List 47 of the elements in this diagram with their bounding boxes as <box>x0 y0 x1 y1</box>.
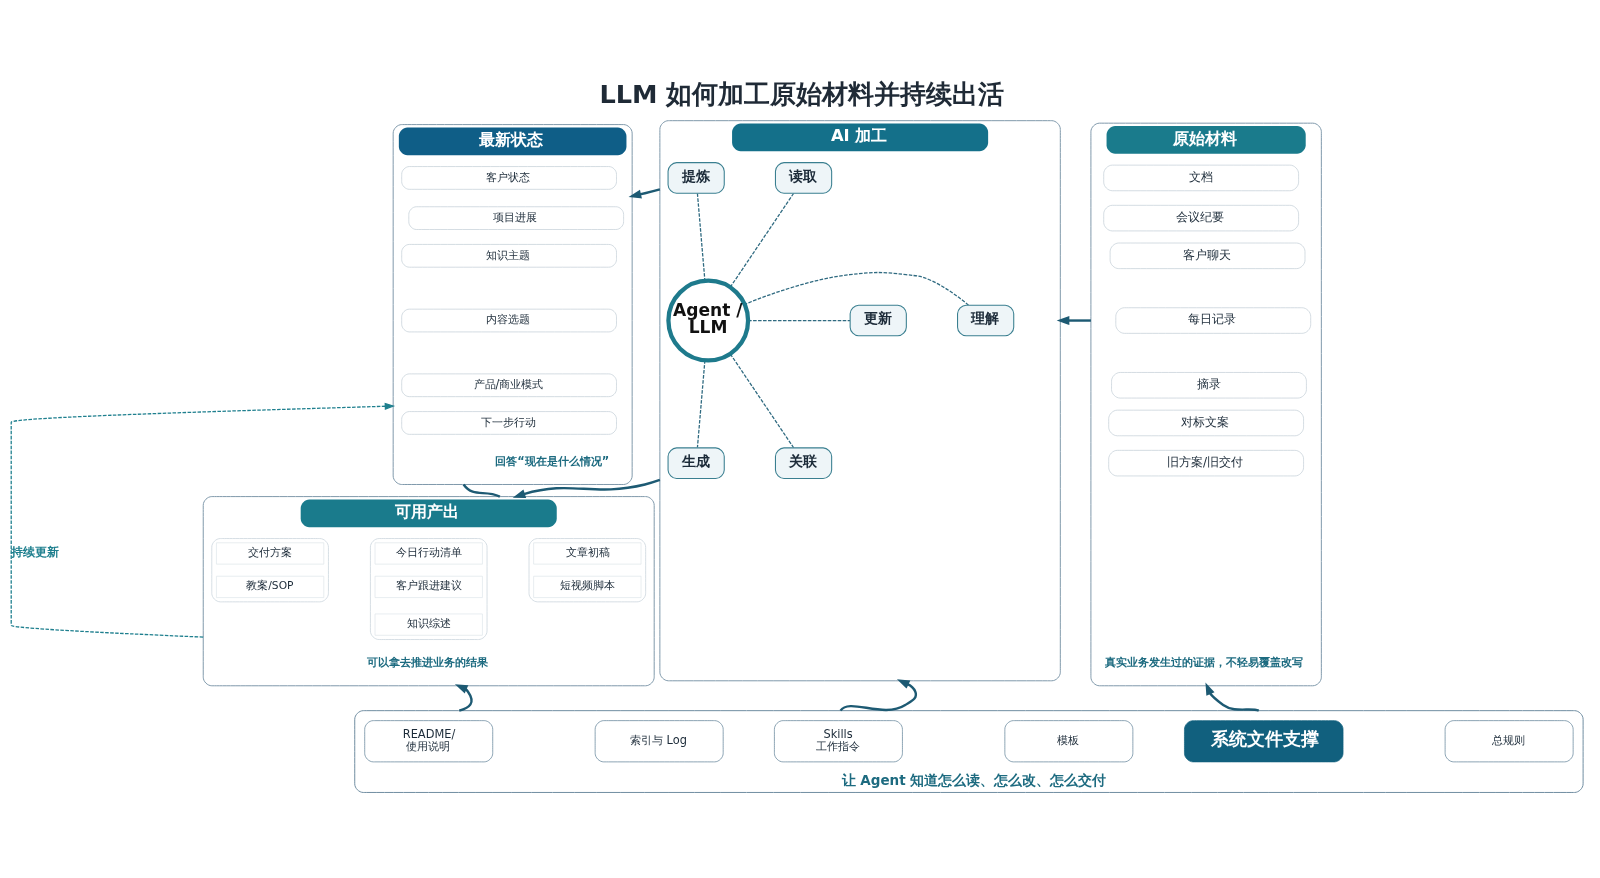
cluster <box>369 537 488 640</box>
node-box: 更新 <box>849 304 907 336</box>
arrow <box>1205 681 1260 712</box>
node-circle: Agent / LLM <box>666 278 751 362</box>
node-box: Skills 工作指令 <box>774 719 903 762</box>
arrow <box>839 678 918 712</box>
node-box: 生成 <box>667 446 725 479</box>
node-box: 索引与 Log <box>594 719 724 762</box>
node-box: 客户状态 <box>401 165 617 190</box>
arrow <box>512 478 661 498</box>
node-box: 内容选题 <box>401 308 617 332</box>
cluster <box>528 537 647 602</box>
node-box: 模板 <box>1004 719 1134 762</box>
node-box: 产品/商业模式 <box>401 373 617 397</box>
node-box: 提炼 <box>667 161 725 194</box>
node-box: 旧方案/旧交付 <box>1108 449 1304 476</box>
diagram-title: LLM 如何加工原始材料并持续出活 <box>599 78 1005 109</box>
node-box: 摘录 <box>1111 371 1307 398</box>
arrow <box>454 683 473 712</box>
node-box: 文档 <box>1103 164 1299 191</box>
node-box: 系统文件支撑 <box>1184 719 1344 762</box>
arrow <box>10 402 396 638</box>
node-box: 项目进展 <box>408 205 624 230</box>
node-box: 总规则 <box>1444 719 1574 762</box>
node-box: 知识主题 <box>401 243 617 268</box>
arrow <box>628 187 661 198</box>
node-box: 每日记录 <box>1115 306 1312 334</box>
cluster <box>211 537 329 602</box>
node-box: 客户聊天 <box>1109 242 1306 269</box>
node-box: 教案/SOP <box>216 575 325 598</box>
node-box: 读取 <box>774 161 833 194</box>
node-box: 知识综述 <box>374 613 483 636</box>
node-box: README/ 使用说明 <box>364 719 494 762</box>
node-box: 下一步行动 <box>401 410 617 435</box>
node-box: 短视频脚本 <box>533 575 642 598</box>
node-box: 会议纪要 <box>1103 204 1299 231</box>
node-box: 今日行动清单 <box>374 541 483 564</box>
arrow <box>1056 315 1091 325</box>
connector <box>747 319 851 321</box>
edge-label: 持续更新 <box>11 544 60 559</box>
connector <box>729 192 795 288</box>
connector <box>462 483 501 498</box>
node-box: 交付方案 <box>216 541 325 564</box>
node-box: 理解 <box>957 304 1015 336</box>
node-box: 文章初稿 <box>533 541 642 564</box>
node-box: 关联 <box>774 446 833 479</box>
node-box: 对标文案 <box>1108 409 1304 436</box>
